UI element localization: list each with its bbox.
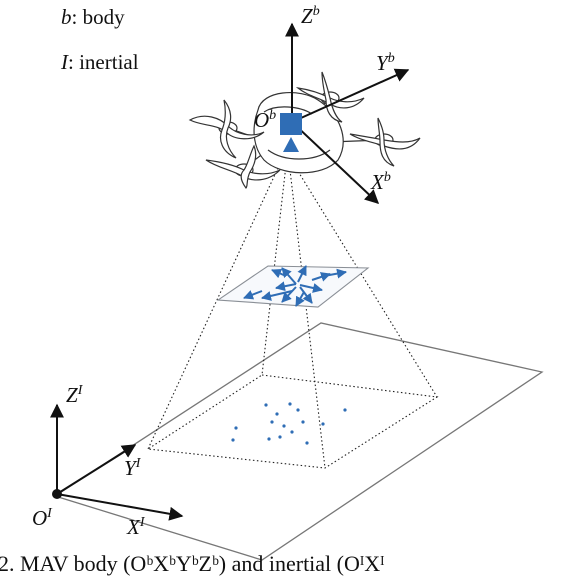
legend-body-symbol: b	[61, 5, 72, 29]
yb-axis	[291, 68, 410, 123]
oi-label: OI	[32, 506, 52, 530]
camera-footprint	[146, 374, 439, 469]
inertial-axes	[50, 403, 184, 521]
ground-plane	[53, 322, 544, 561]
figure-caption: 2. MAV body (OᵇXᵇYᵇZᵇ) and inertial (OᴵX…	[0, 551, 385, 576]
legend-body-text: : body	[71, 5, 125, 29]
body-axes	[285, 22, 410, 204]
camera-icon	[280, 113, 302, 152]
zb-label: Zb	[301, 4, 320, 28]
xb-label: Xb	[371, 170, 391, 194]
optical-flow-arrows	[243, 265, 347, 307]
yb-label: Yb	[376, 51, 395, 75]
legend-inertial-text: : inertial	[68, 50, 139, 74]
ob-label: Ob	[254, 108, 277, 132]
yi-label: YI	[124, 456, 141, 480]
yi-axis	[56, 444, 137, 495]
inertial-origin-dot	[52, 489, 62, 499]
xb-axis	[291, 121, 380, 204]
legend-inertial: I: inertial	[61, 52, 139, 73]
mav-drone	[188, 71, 421, 189]
xi-axis	[56, 493, 184, 521]
ground-feature-points	[231, 402, 347, 445]
zi-label: ZI	[66, 383, 83, 407]
legend-inertial-symbol: I	[61, 50, 68, 74]
view-frustum	[147, 164, 438, 469]
xi-label: XI	[127, 515, 145, 539]
legend-body: b: body	[61, 7, 125, 28]
